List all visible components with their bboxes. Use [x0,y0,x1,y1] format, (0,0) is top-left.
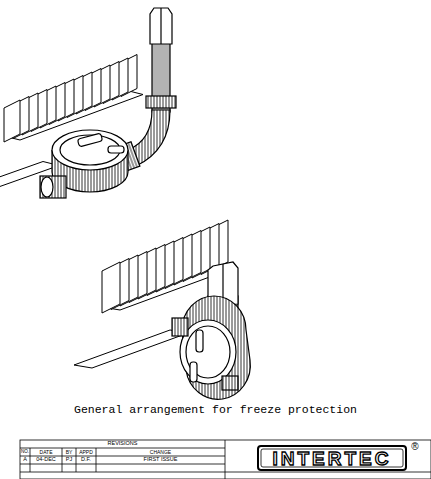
valve-assembly [172,262,250,399]
table-cell: D.F. [76,456,96,464]
table-cell: APPD [76,448,96,456]
table-cell: A [20,456,30,464]
table-cell: ® [408,441,422,453]
table-cell: BY [62,448,76,456]
valve-assembly [40,8,176,198]
caption: General arrangement for freeze protectio… [0,402,431,418]
table-cell: FIRST ISSUE [96,456,225,464]
title-block [20,440,431,479]
table-cell: NO. [20,448,30,456]
table-cell: REVISIONS [20,440,225,448]
table-cell: DATE [30,448,62,456]
table-cell: CHANGE [96,448,225,456]
table-cell: PJ [62,456,76,464]
company-logo: INTERTEC [262,449,402,467]
table-cell: 04-DEC [30,456,62,464]
